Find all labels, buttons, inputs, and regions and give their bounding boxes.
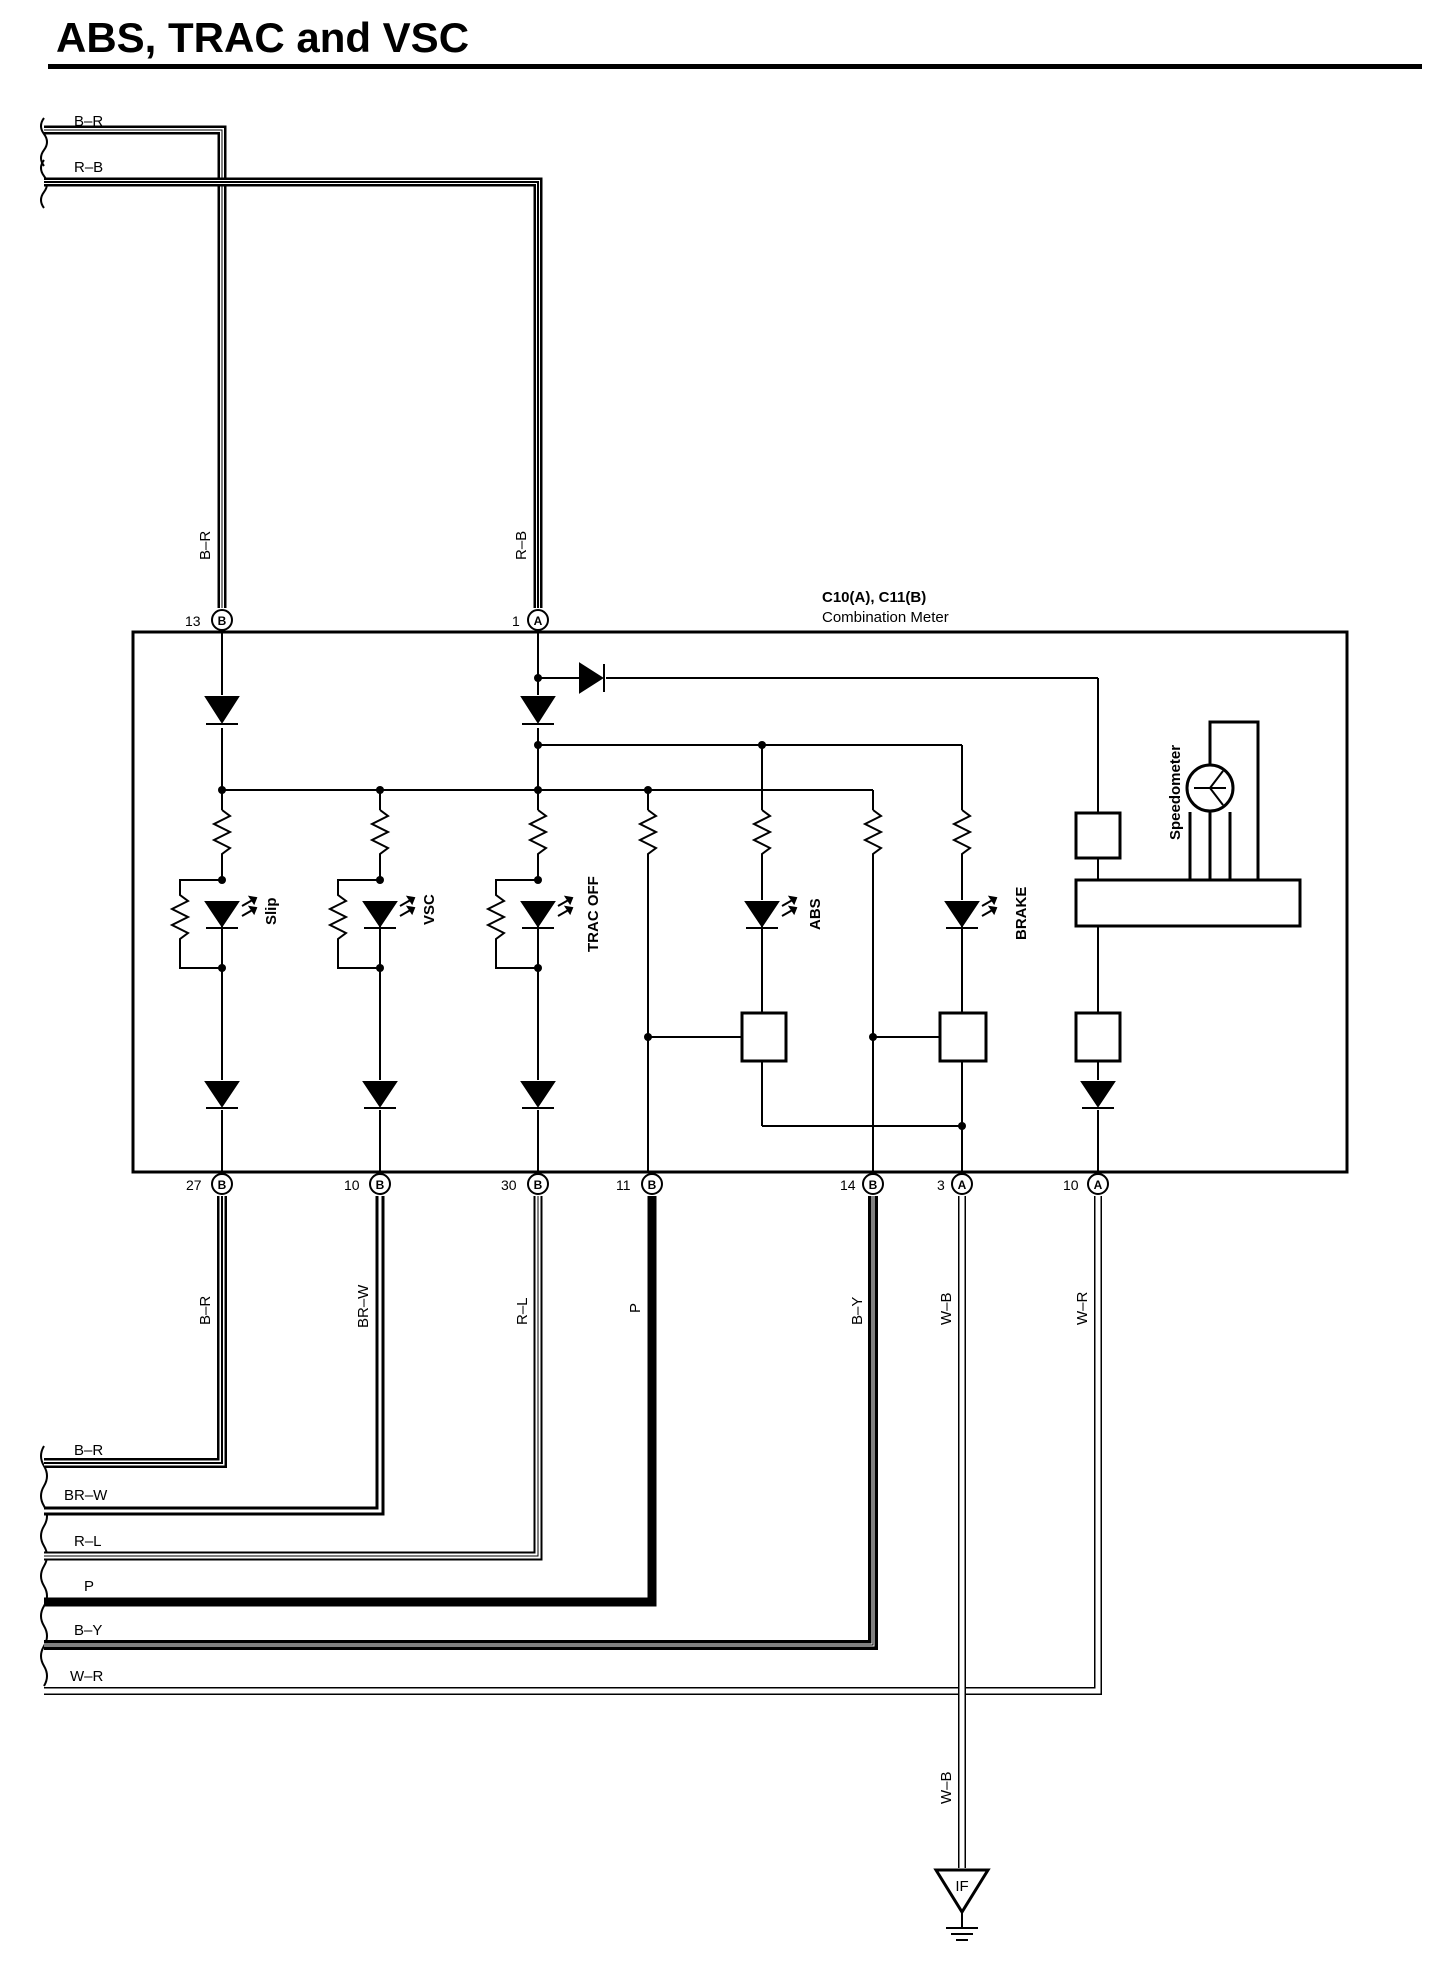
diode-speedometer-feed [579,662,604,694]
top-vertical-label-2: R–B [513,531,530,560]
bottom-pin-letter-3: B [534,1178,543,1192]
bottom-vertical-label-7: W–R [1074,1292,1091,1326]
ground-point-label: IF [955,1878,968,1895]
harness-label-b-y: B–Y [74,1622,102,1639]
harness-break-mark [40,117,48,167]
top-pin-number-1: 13 [185,613,201,629]
label-slip: Slip [263,897,280,925]
indicator-leds [204,895,998,968]
wire-b-r-bottom [44,1196,227,1468]
driver-brake [938,1011,988,1063]
led-slip [204,895,258,968]
top-pin-number-2: 1 [512,613,520,629]
driver-blocks [740,811,1122,1063]
resistor-vsc [369,809,391,860]
led-abs [744,895,798,929]
wire-r-b-top [44,177,543,608]
bottom-vertical-label-5: B–Y [849,1297,866,1325]
label-vsc: VSC [421,894,438,925]
wire-p-bottom [44,1196,657,1607]
bottom-pin-number-7: 10 [1063,1177,1079,1193]
bottom-harness [40,1196,1102,1868]
bottom-vertical-label-4: P [627,1303,644,1313]
resistor-b-y [862,809,884,860]
resistors [169,809,973,969]
led-trac-off [520,895,574,968]
meter-internal-circuit [221,630,1099,1172]
resistor-vsc-parallel [327,879,380,969]
diode-slip-lower [204,1081,240,1108]
bottom-pin-letter-4: B [648,1178,657,1192]
diodes [204,662,1116,1109]
top-pin-letter-1: B [218,614,227,628]
label-abs: ABS [807,898,824,930]
combination-meter-box [131,630,1349,1174]
bottom-vertical-label-3: R–L [514,1297,531,1325]
top-pin-letter-2: A [534,614,543,628]
diode-vsc-lower [362,1081,398,1108]
wire-b-r-top [44,125,227,608]
label-brake: BRAKE [1013,887,1030,940]
resistor-brake [951,809,973,860]
component-name: Combination Meter [822,609,949,626]
bottom-pin-letter-5: B [869,1178,878,1192]
speedometer-bar [1074,878,1302,928]
resistor-trac [527,809,549,860]
diode-trac-lower [520,1081,556,1108]
diode-slip-upper [204,696,240,724]
label-speedometer: Speedometer [1167,745,1184,840]
title-rule [48,64,1422,69]
ground-wire-label: W–B [938,1771,955,1804]
wire-w-r-bottom [44,1196,1102,1695]
resistor-p [637,809,659,860]
harness-label-b-r: B–R [74,1442,103,1459]
resistor-slip-parallel [169,879,222,969]
bottom-vertical-label-6: W–B [938,1292,955,1325]
top-wire-label-1: B–R [74,113,103,130]
bottom-pin-number-3: 30 [501,1177,517,1193]
harness-label-w-r: W–R [70,1668,104,1685]
bottom-vertical-label-1: B–R [197,1296,214,1325]
label-trac-off: TRAC OFF [585,876,602,952]
resistor-slip [211,809,233,860]
harness-label-r-l: R–L [74,1533,102,1550]
bottom-pin-number-5: 14 [840,1177,856,1193]
driver-speedometer-lower [1074,1011,1122,1063]
bottom-pin-number-2: 10 [344,1177,360,1193]
resistor-trac-parallel [485,879,538,969]
bottom-pin-number-1: 27 [186,1177,202,1193]
bottom-pin-letter-7: A [1094,1178,1103,1192]
resistor-abs [751,809,773,860]
top-wire-label-2: R–B [74,159,103,176]
driver-abs [740,1011,788,1063]
speedometer-gauge-icon [1185,763,1235,813]
bottom-pin-letter-1: B [218,1178,227,1192]
wire-r-l-bottom [44,1196,543,1561]
diode-trac-upper [520,696,556,724]
component-connectors: C10(A), C11(B) [822,589,926,606]
led-vsc [362,895,416,968]
top-vertical-label-1: B–R [197,531,214,560]
bottom-pin-number-6: 3 [937,1177,945,1193]
bottom-pin-letter-6: A [958,1178,967,1192]
wire-b-y-bottom [44,1196,878,1650]
bottom-pin-letter-2: B [376,1178,385,1192]
bottom-vertical-label-2: BR–W [355,1284,372,1328]
top-harness [40,117,543,608]
harness-label-p: P [84,1578,94,1595]
bottom-pins [211,1173,1109,1195]
bottom-pin-number-4: 11 [616,1177,631,1193]
harness-label-br-w: BR–W [64,1487,108,1504]
diode-speedometer-lower [1080,1081,1116,1108]
driver-speedometer-upper [1074,811,1122,860]
ground-symbol [933,1868,991,1941]
page-title: ABS, TRAC and VSC [56,14,470,61]
led-brake [944,895,998,929]
